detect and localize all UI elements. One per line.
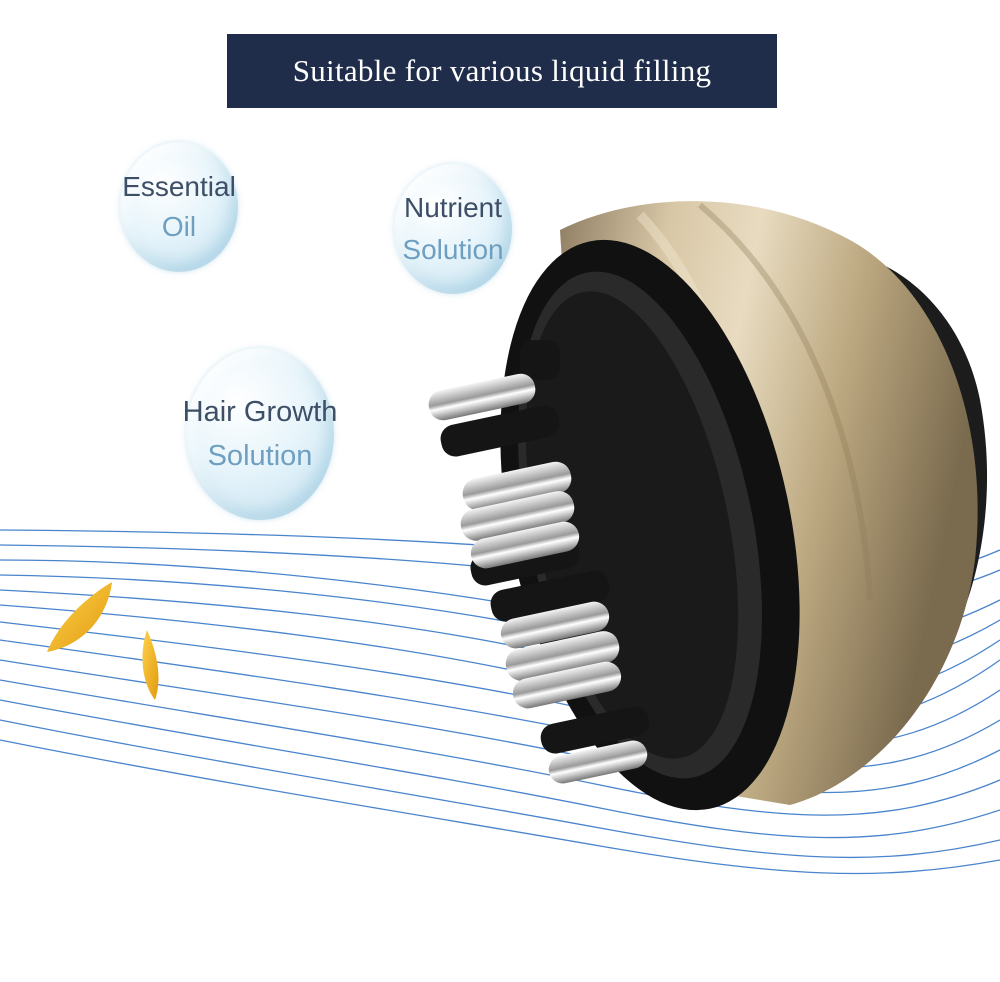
bubble-hair-growth-solution: Hair Growth Solution [183, 348, 337, 520]
bubble-label-line1: Hair Growth [182, 396, 338, 428]
bubble-essential-oil: Essential Oil [120, 142, 238, 272]
scalp-applicator-device [428, 201, 988, 811]
bubble-label-line1: Nutrient [403, 192, 503, 223]
bubble-label-line2: Solution [402, 234, 504, 265]
bubble-nutrient-solution: Nutrient Solution [394, 164, 512, 294]
bubble-label-line2: Solution [207, 440, 313, 472]
headline-banner: Suitable for various liquid filling [227, 34, 777, 108]
headline-text: Suitable for various liquid filling [292, 53, 712, 88]
bubble-label-line1: Essential [122, 171, 236, 202]
bubble-label-line2: Oil [161, 211, 197, 242]
leaf-icon [47, 582, 159, 700]
